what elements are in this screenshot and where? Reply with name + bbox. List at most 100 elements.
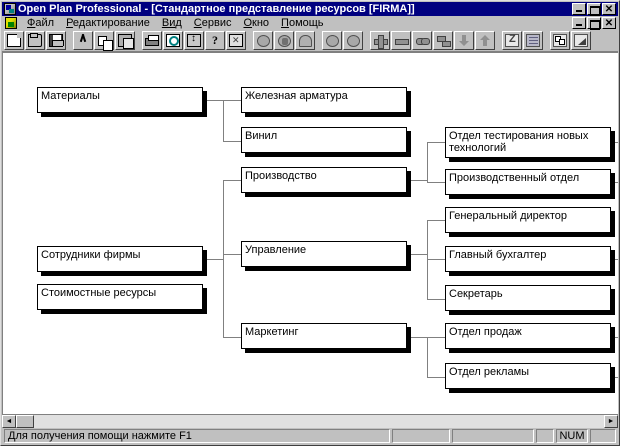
mdi-control-buttons: ✕ [572, 17, 616, 30]
resource-circle-button[interactable] [253, 31, 273, 50]
resource-person-button[interactable] [274, 31, 294, 50]
mdi-close-button[interactable]: ✕ [602, 17, 616, 29]
diagram-node-vinil[interactable]: Винил [241, 127, 407, 153]
diagram-node-materialy[interactable]: Материалы [37, 87, 203, 113]
paste-clipboard-icon [118, 34, 134, 49]
scrollbar-thumb[interactable] [16, 415, 34, 428]
status-message: Для получения помощи нажмите F1 [4, 429, 390, 443]
new-document-button[interactable] [4, 31, 24, 50]
menu-item-view[interactable]: Вид [161, 17, 182, 29]
paste-clipboard-button[interactable] [115, 31, 135, 50]
menu-item-help[interactable]: Помощь [281, 17, 324, 29]
resource-dome-icon [298, 34, 312, 47]
diagram-connector [427, 377, 445, 378]
minimize-button[interactable] [572, 3, 586, 15]
remove-minus-button[interactable] [391, 31, 411, 50]
mdi-restore-button[interactable] [587, 17, 601, 30]
status-pane-a [392, 429, 450, 443]
help-question-button[interactable] [205, 31, 225, 50]
move-down-button[interactable] [454, 31, 474, 50]
resource-role-button[interactable] [343, 31, 363, 50]
diagram-connector [223, 180, 241, 181]
diagram-node-upravlenie[interactable]: Управление [241, 241, 407, 267]
unlink-step-icon [436, 34, 451, 47]
num-lock-indicator: NUM [556, 429, 588, 443]
diagram-node-otdel-reklamy[interactable]: Отдел рекламы [445, 363, 611, 389]
menu-item-service[interactable]: Сервис [193, 17, 232, 29]
diagram-connector [407, 180, 427, 181]
scroll-left-arrow-icon[interactable]: ◄ [2, 415, 16, 428]
menu-item-window[interactable]: Окно [243, 17, 270, 29]
move-up-icon [478, 34, 492, 47]
menu-item-edit[interactable]: Редактирование [66, 17, 150, 29]
add-plus-button[interactable] [370, 31, 390, 50]
print-preview-button[interactable] [163, 31, 183, 50]
copy-button[interactable] [94, 31, 114, 51]
diagram-connector [427, 220, 445, 221]
resource-dome-button[interactable] [295, 31, 315, 50]
resource-circle-icon [256, 34, 270, 47]
diagram-node-zhelezo[interactable]: Железная арматура [241, 87, 407, 113]
save-disk-button[interactable] [46, 31, 66, 50]
copy-icon [98, 35, 113, 51]
move-down-icon [457, 34, 471, 47]
diagram-connector [407, 254, 427, 255]
link-button[interactable] [412, 31, 432, 50]
scroll-right-arrow-icon[interactable]: ► [604, 415, 618, 428]
resource-pool-icon [325, 34, 339, 47]
unlink-step-button[interactable] [433, 31, 453, 50]
diagram-connector [611, 182, 618, 183]
sort-updown-icon [187, 33, 201, 47]
window-title: Open Plan Professional - [Стандартное пр… [18, 2, 415, 15]
diagram-connector [427, 337, 428, 377]
diagram-node-sotrudniki[interactable]: Сотрудники фирмы [37, 246, 203, 272]
maximize-button[interactable] [587, 3, 601, 16]
diagram-node-sekretar[interactable]: Секретарь [445, 285, 611, 311]
link-icon [415, 34, 430, 47]
horizontal-scrollbar[interactable]: ◄ ► [2, 414, 618, 428]
close-button[interactable]: ✕ [602, 3, 616, 15]
diagram-connector [427, 182, 445, 183]
diagram-node-stoimostnye[interactable]: Стоимостные ресурсы [37, 284, 203, 310]
diagram-node-proizv-otdel[interactable]: Производственный отдел [445, 169, 611, 195]
spreadsheet-button[interactable] [523, 31, 543, 50]
scrollbar-track[interactable] [34, 415, 604, 428]
new-document-icon [7, 34, 21, 47]
diagram-connector [427, 142, 428, 182]
document-control-icon[interactable] [5, 17, 17, 29]
menu-item-file[interactable]: ФФайлайл [27, 17, 55, 29]
diagram-node-proizvodstvo[interactable]: Производство [241, 167, 407, 193]
print-button[interactable] [142, 31, 162, 50]
menu-bar: ФФайлайл Редактирование Вид Сервис Окно … [2, 16, 618, 30]
mdi-minimize-button[interactable] [572, 17, 586, 29]
context-help-button[interactable] [226, 31, 246, 50]
restore-window-button[interactable] [571, 31, 591, 50]
status-pane-c [536, 429, 554, 443]
diagram-node-marketing[interactable]: Маркетинг [241, 323, 407, 349]
diagram-node-otdel-prodazh[interactable]: Отдел продаж [445, 323, 611, 349]
cut-scissors-button[interactable] [73, 31, 93, 50]
diagram-node-gl-buhgalter[interactable]: Главный бухгалтер [445, 246, 611, 272]
diagram-connector [223, 180, 224, 337]
diagram-connector [223, 100, 241, 101]
diagram-connector [611, 377, 618, 378]
title-bar: Open Plan Professional - [Стандартное пр… [2, 2, 618, 16]
diagram-node-gen-direktor[interactable]: Генеральный директор [445, 207, 611, 233]
move-up-button[interactable] [475, 31, 495, 50]
diagram-connector [203, 259, 223, 260]
diagram-node-otdel-test[interactable]: Отдел тестирования новых технологий [445, 127, 611, 158]
status-pane-d [590, 429, 616, 443]
tree-layout-button[interactable] [550, 31, 570, 50]
resource-pool-button[interactable] [322, 31, 342, 50]
diagram-connector [611, 259, 618, 260]
zoom-z-button[interactable] [502, 31, 522, 50]
resource-person-icon [277, 34, 291, 47]
open-folder-button[interactable] [25, 31, 45, 50]
help-question-icon [208, 33, 222, 48]
sort-updown-button[interactable] [184, 31, 204, 50]
app-window-icon [4, 3, 16, 15]
context-help-icon [229, 34, 243, 47]
